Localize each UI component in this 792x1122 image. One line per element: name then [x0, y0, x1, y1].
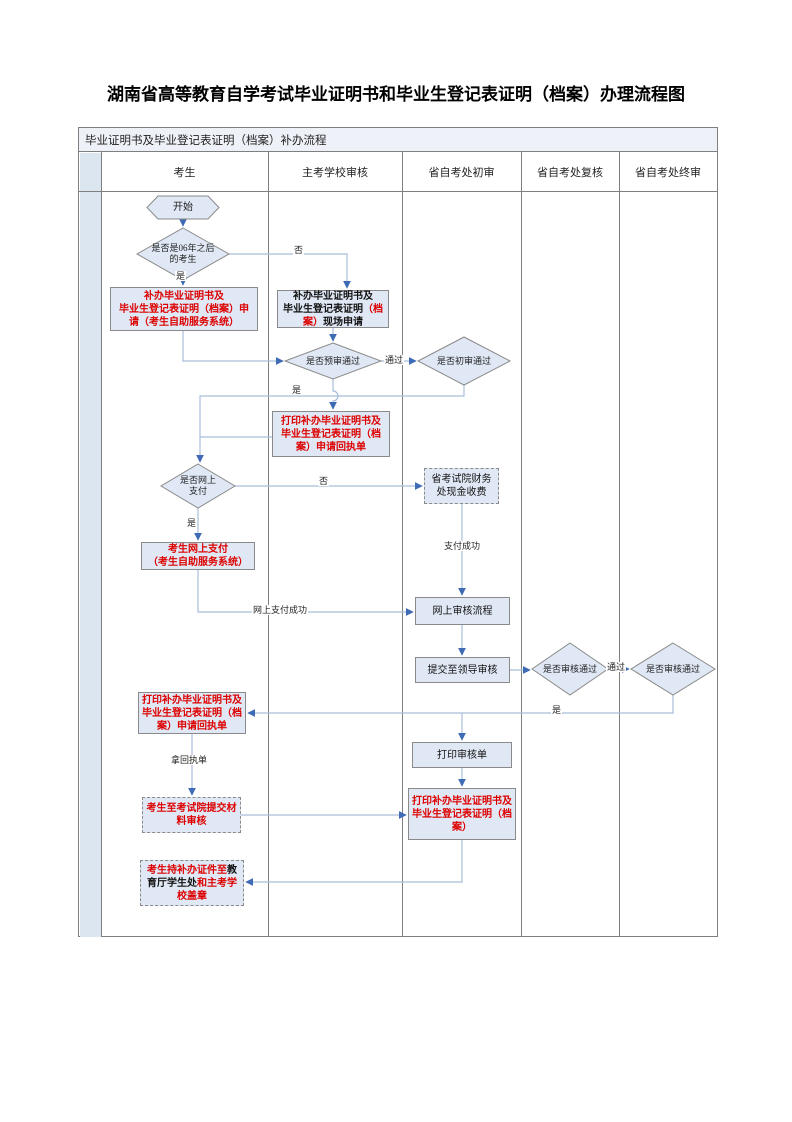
grid-divider: [101, 152, 102, 936]
decision-review-pass-2: 是否审核通过: [645, 663, 700, 674]
process-submit-materials: 考生至考试院提交材 料审核: [142, 797, 241, 833]
process-apply-onsite: 补办毕业证明书及 毕业生登记表证明（档 案）现场申请: [277, 290, 389, 328]
decision-initial-review: 是否初审通过: [436, 355, 491, 366]
node-start: 开始: [173, 202, 193, 213]
process-print-receipt-candidate: 打印补办毕业证明书及 毕业生登记表证明（档 案）申请回执单: [138, 692, 246, 734]
edge-label-yes-06: 是: [175, 271, 187, 281]
decision-online-payment: 是否网上 支付: [179, 475, 216, 496]
edge-label-take-receipt: 拿回执单: [170, 755, 209, 765]
decision-shape: [416, 336, 512, 386]
edge-label-no-06: 否: [293, 245, 305, 255]
process-apply-online: 补办毕业证明书及 毕业生登记表证明（档案）申 请（考生自助服务系统）: [110, 287, 258, 331]
page-title: 湖南省高等教育自学考试毕业证明书和毕业生登记表证明（档案）办理流程图: [107, 85, 685, 105]
column-header-recheck: 省自考处复核: [537, 166, 603, 179]
decision-shape: [531, 642, 609, 696]
process-cash-payment: 省考试院财务 处现金收费: [424, 468, 499, 504]
process-print-review-sheet: 打印审核单: [412, 742, 512, 768]
decision-shape: [283, 342, 383, 380]
process-print-application-receipt: 打印补办毕业证明书及 毕业生登记表证明（档 案）申请回执单: [272, 411, 390, 457]
process-online-review-flow: 网上审核流程: [415, 597, 510, 625]
header-separator: [79, 191, 717, 192]
column-header-initial-review: 省自考处初审: [428, 166, 495, 179]
decision-shape: [630, 642, 716, 696]
edge-label-pay-success: 支付成功: [443, 541, 482, 551]
start-hexagon-shape: [146, 195, 220, 220]
edge-label-yes-online-pay: 是: [186, 518, 198, 528]
edge-label-online-pay-success: 网上支付成功: [252, 605, 309, 615]
edge-label-yes-review: 是: [551, 705, 563, 715]
process-submit-to-leader: 提交至领导审核: [415, 657, 510, 683]
decision-shape: [160, 463, 236, 509]
column-header-final-review: 省自考处终审: [635, 166, 701, 179]
column-header-school-review: 主考学校审核: [302, 166, 368, 179]
edge-label-pass-pre: 通过: [384, 355, 405, 365]
swimlane-grid: 考生 主考学校审核 省自考处初审 省自考处复核 省自考处终审: [78, 151, 718, 937]
edge-label-no-online-pay: 否: [318, 476, 330, 486]
grid-divider: [619, 152, 620, 936]
process-candidate-online-payment: 考生网上支付 （考生自助服务系统）: [141, 542, 255, 570]
edge-label-yes-initial: 是: [291, 385, 303, 395]
column-header-candidate: 考生: [173, 166, 196, 179]
lane-spine: [80, 153, 101, 937]
process-print-certificate: 打印补办毕业证明书及 毕业生登记表证明（档 案）: [408, 788, 516, 840]
decision-is-after-2006: 是否是06年之后 的考生: [151, 243, 215, 264]
grid-divider: [268, 152, 269, 936]
decision-pre-review: 是否预审通过: [305, 355, 360, 366]
table-caption: 毕业证明书及毕业登记表证明（档案）补办流程: [85, 134, 327, 147]
grid-divider: [402, 152, 403, 936]
grid-divider: [521, 152, 522, 936]
edge-label-pass-review: 通过: [606, 662, 627, 672]
process-stamp: 考生持补办证件至教 育厅学生处和主考学 校盖章: [140, 860, 244, 906]
decision-review-pass-1: 是否审核通过: [542, 663, 597, 674]
